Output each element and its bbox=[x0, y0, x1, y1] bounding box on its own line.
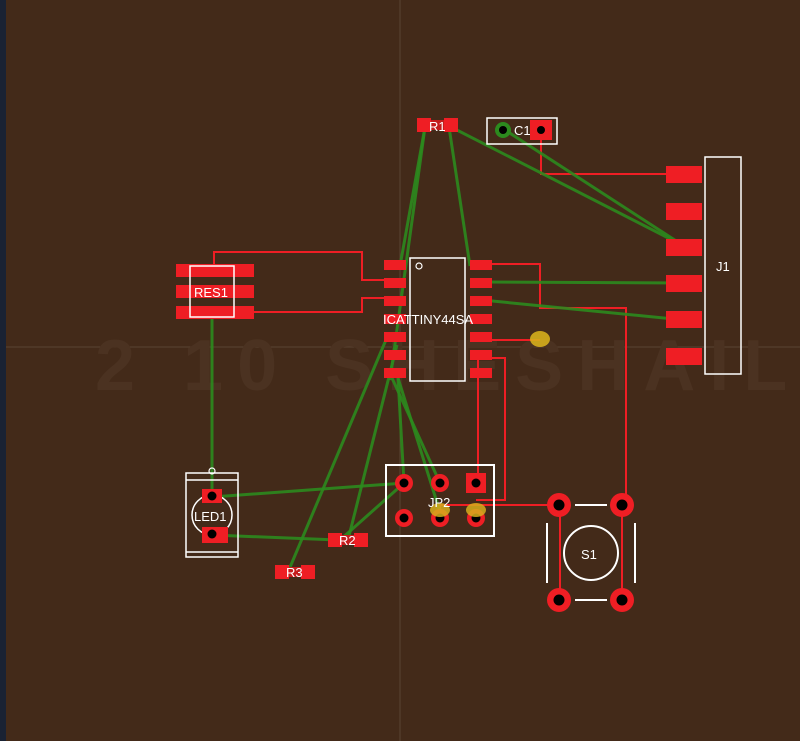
component-r2[interactable]: R2 bbox=[328, 533, 368, 548]
r2-body bbox=[342, 535, 354, 545]
component-s1[interactable]: S1 bbox=[546, 493, 636, 612]
watermark-text: 2 10 SHESHAIL bbox=[95, 326, 800, 406]
ic-label: ICATTINY44SA bbox=[383, 312, 473, 327]
led1-label: LED1 bbox=[194, 509, 227, 524]
j1-pads[interactable] bbox=[666, 166, 702, 365]
via-2 bbox=[430, 503, 450, 517]
via-3 bbox=[466, 503, 486, 517]
r2-label: R2 bbox=[339, 533, 356, 548]
jp2-label: JP2 bbox=[428, 495, 450, 510]
c1-outline bbox=[486, 117, 558, 145]
res1-outline bbox=[189, 265, 235, 318]
s1-button[interactable] bbox=[563, 525, 619, 581]
component-c1[interactable]: C1 bbox=[486, 117, 558, 145]
ic-outline bbox=[409, 257, 466, 382]
r3-label: R3 bbox=[286, 565, 303, 580]
airwires bbox=[210, 125, 685, 573]
r1-pad-right[interactable] bbox=[444, 118, 458, 132]
component-r1[interactable]: R1 bbox=[417, 118, 458, 134]
s1-label: S1 bbox=[581, 547, 597, 562]
r1-pad-left[interactable] bbox=[417, 118, 431, 132]
r2-pad-left[interactable] bbox=[328, 533, 342, 547]
r1-label: R1 bbox=[429, 119, 446, 134]
led1-outline bbox=[185, 472, 239, 558]
ic-left-pads[interactable] bbox=[384, 260, 406, 378]
r3-body bbox=[289, 567, 301, 577]
ic-right-pads[interactable] bbox=[470, 260, 492, 378]
component-r3[interactable]: R3 bbox=[275, 565, 315, 580]
j1-label: J1 bbox=[716, 259, 730, 274]
r2-pad-right[interactable] bbox=[354, 533, 368, 547]
c1-pad-left-hole bbox=[499, 126, 507, 134]
res1-label: RES1 bbox=[194, 285, 228, 300]
c1-pad-right-hole bbox=[537, 126, 545, 134]
component-res1[interactable]: RES1 bbox=[176, 264, 254, 319]
ic-pin1-marker bbox=[415, 262, 423, 270]
r3-pad-left[interactable] bbox=[275, 565, 289, 579]
r3-pad-right[interactable] bbox=[301, 565, 315, 579]
component-ic[interactable]: ICATTINY44SA bbox=[383, 257, 492, 382]
jp2-outline bbox=[385, 464, 495, 537]
r1-body bbox=[431, 120, 444, 130]
via-1 bbox=[530, 331, 550, 347]
component-j1[interactable]: J1 bbox=[666, 156, 742, 375]
component-led1[interactable]: LED1 bbox=[185, 467, 239, 558]
j1-outline bbox=[704, 156, 742, 375]
jp2-pads[interactable] bbox=[395, 473, 486, 527]
component-jp2[interactable]: JP2 bbox=[385, 464, 495, 537]
c1-label: C1 bbox=[514, 123, 531, 138]
led1-pin-marker bbox=[208, 467, 216, 475]
s1-pads[interactable] bbox=[547, 493, 634, 612]
